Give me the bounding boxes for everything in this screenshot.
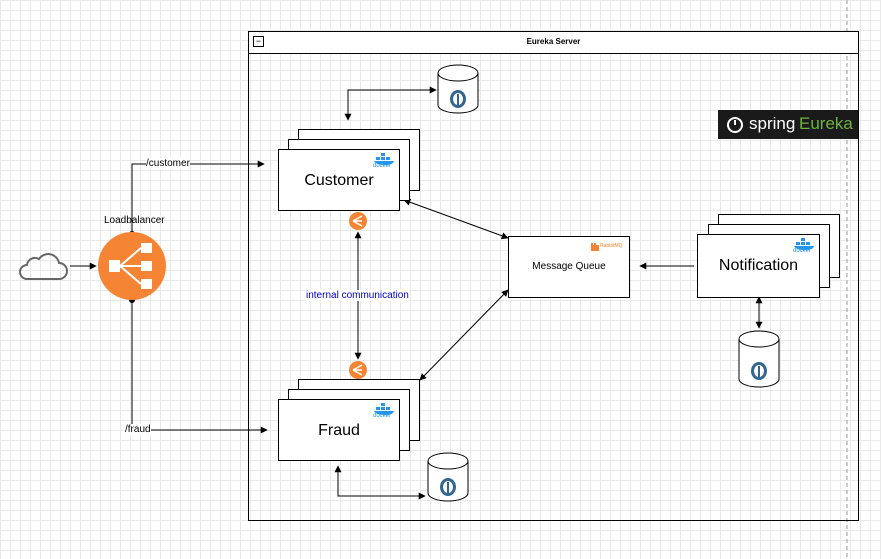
fraud-openfeign-icon [349,361,367,379]
rabbitmq-icon: RabbitMQ [591,243,627,253]
fraud-mq-link [419,289,509,381]
fraud-db-link [334,465,426,500]
customer-db-link [344,86,437,121]
loadbalancer-label: Loadbalancer [104,215,165,226]
customer-openfeign-icon [349,212,367,230]
eureka-word: Eureka [799,114,853,133]
loadbalancer-icon[interactable] [97,231,167,301]
docker-icon: docker [373,152,397,172]
customer-postgres-db-icon [437,64,479,114]
collapse-icon[interactable]: − [253,36,264,47]
message-queue[interactable]: Message Queue RabbitMQ [508,236,630,298]
fraud-service[interactable]: Fraud docker [278,399,400,461]
customer-label: Customer [304,172,374,189]
cloud-icon [19,253,68,280]
message-queue-label: Message Queue [532,261,606,272]
route-customer-label: /customer [146,158,190,169]
route-fraud-label: /fraud [125,424,151,435]
customer-mq-link [403,198,509,240]
lb-to-fraud-arrow [131,300,268,434]
notification-service[interactable]: Notification docker [697,234,820,298]
eureka-server-title: Eureka Server [526,37,581,46]
notification-label: Notification [718,257,799,274]
eureka-server-header: − Eureka Server [249,32,858,54]
spring-leaf-icon [727,117,743,133]
spring-word: spring [749,114,796,133]
spring-eureka-logo: spring Eureka [718,110,858,139]
docker-icon: docker [793,237,817,257]
fraud-postgres-db-icon [427,452,469,502]
lb-to-customer-arrow [131,160,265,234]
docker-icon: docker [373,402,397,422]
fraud-label: Fraud [318,422,360,439]
notification-postgres-db-icon [738,330,780,388]
customer-service[interactable]: Customer docker [278,149,400,211]
eureka-server-container[interactable]: − Eureka Server [248,31,859,521]
internal-communication-label: internal communication [306,290,409,301]
